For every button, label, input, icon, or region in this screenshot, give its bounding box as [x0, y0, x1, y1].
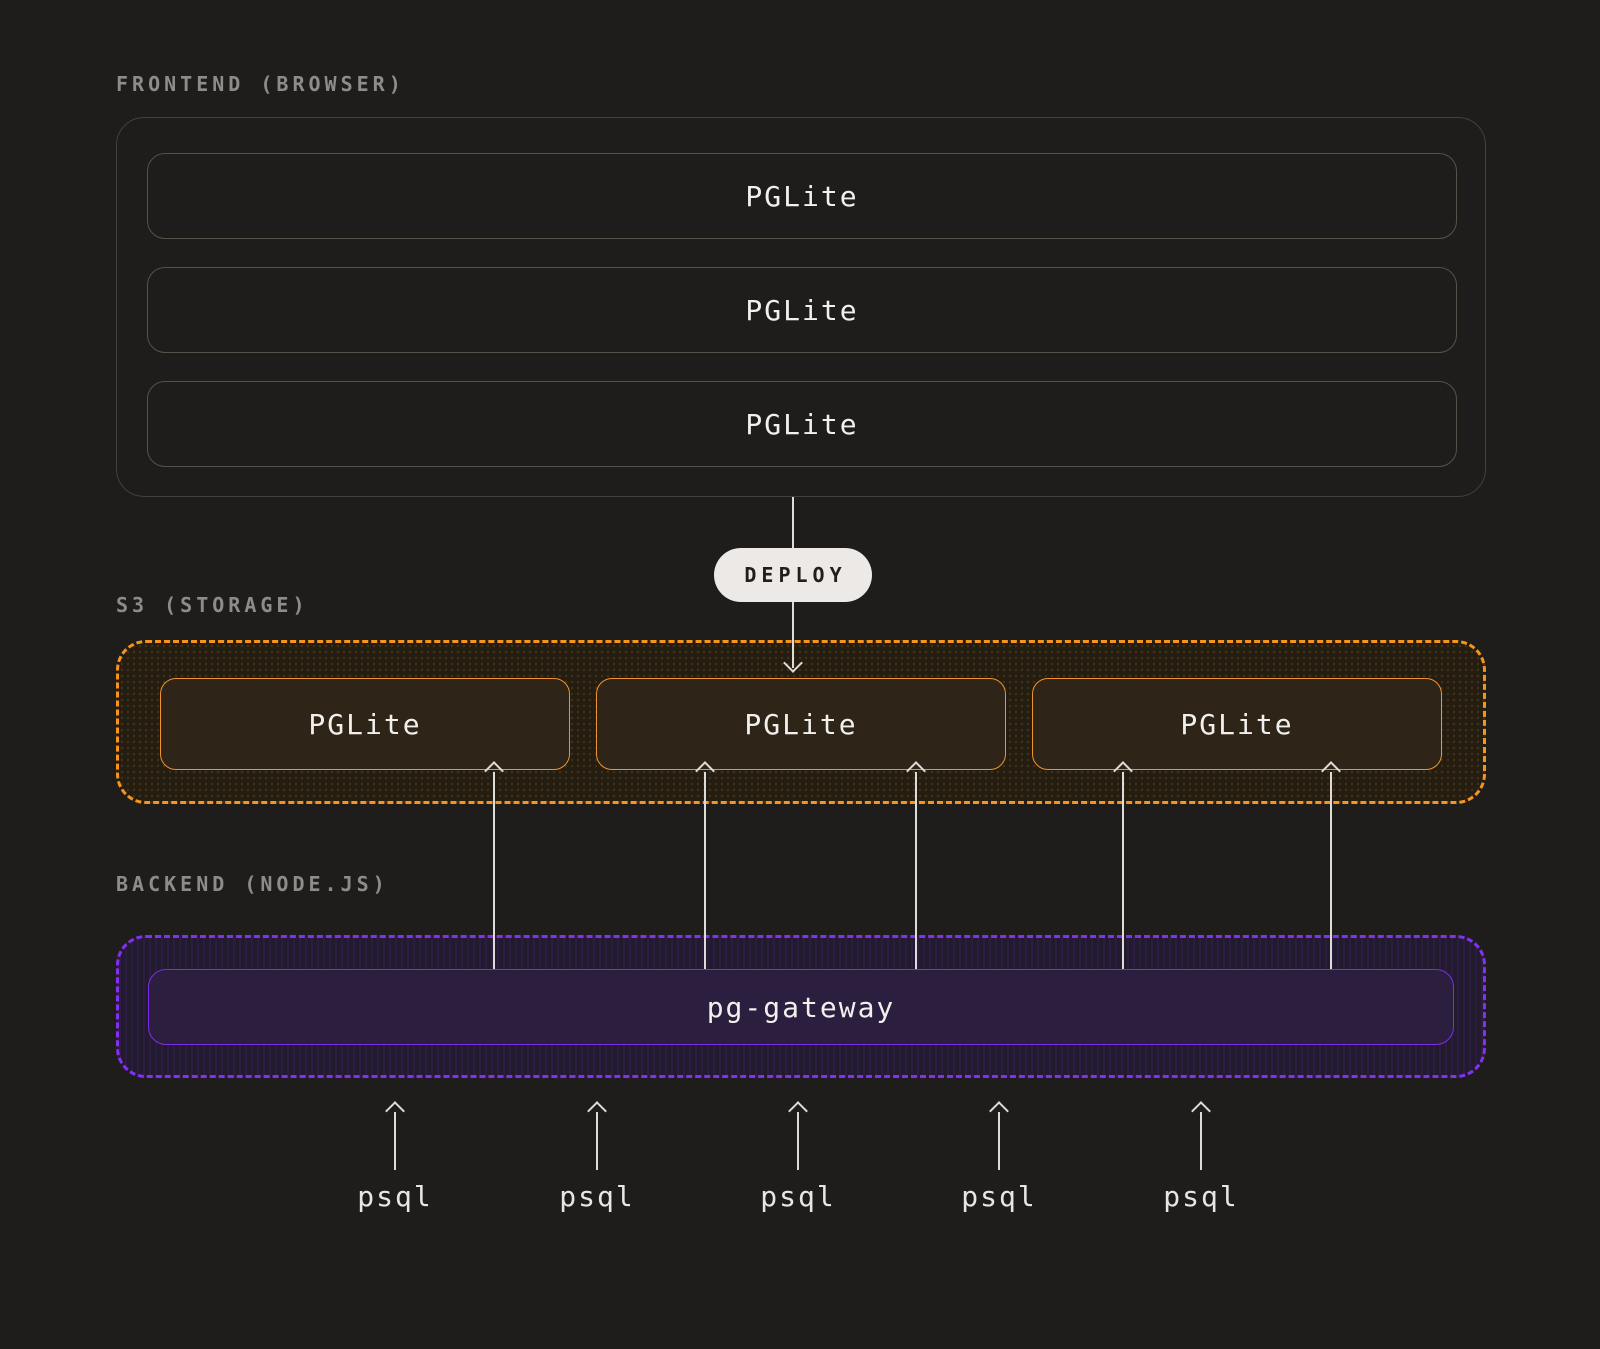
psql-arrowhead-icon-2: [587, 1101, 607, 1121]
node-label: pg-gateway: [706, 990, 896, 1024]
psql-arrowhead-icon-5: [1191, 1101, 1211, 1121]
psql-arrow-line-3: [797, 1112, 799, 1170]
gateway-arrow-line-5: [1330, 772, 1332, 969]
gateway-arrow-line-2: [704, 772, 706, 969]
s3-pglite-node-3: PGLite: [1032, 678, 1442, 770]
psql-client-label-2: psql: [559, 1180, 635, 1213]
frontend-pglite-node-1: PGLite: [147, 153, 1457, 239]
psql-arrowhead-icon-3: [788, 1101, 808, 1121]
psql-arrow-line-5: [1200, 1112, 1202, 1170]
deploy-badge-label: DEPLOY: [744, 563, 847, 587]
backend-section-label: BACKEND (NODE.JS): [116, 872, 389, 896]
psql-client-label-5: psql: [1163, 1180, 1239, 1213]
frontend-pglite-node-2: PGLite: [147, 267, 1457, 353]
psql-arrow-line-2: [596, 1112, 598, 1170]
psql-client-label-1: psql: [357, 1180, 433, 1213]
psql-client-label-3: psql: [760, 1180, 836, 1213]
frontend-container: PGLite PGLite PGLite: [116, 117, 1486, 497]
s3-section-label: S3 (STORAGE): [116, 593, 309, 617]
gateway-arrow-line-4: [1122, 772, 1124, 969]
psql-client-label-4: psql: [961, 1180, 1037, 1213]
s3-pglite-node-2: PGLite: [596, 678, 1006, 770]
node-label: PGLite: [745, 407, 859, 441]
gateway-arrow-line-3: [915, 772, 917, 969]
gateway-arrow-line-1: [493, 772, 495, 969]
node-label: PGLite: [1180, 707, 1294, 741]
node-label: PGLite: [745, 179, 859, 213]
frontend-section-label: FRONTEND (BROWSER): [116, 72, 405, 96]
s3-container: [116, 640, 1486, 804]
node-label: PGLite: [744, 707, 858, 741]
deploy-badge: DEPLOY: [714, 548, 872, 602]
s3-pglite-node-1: PGLite: [160, 678, 570, 770]
pg-gateway-node: pg-gateway: [148, 969, 1454, 1045]
psql-arrow-line-4: [998, 1112, 1000, 1170]
psql-arrowhead-icon-4: [989, 1101, 1009, 1121]
node-label: PGLite: [745, 293, 859, 327]
psql-arrowhead-icon-1: [385, 1101, 405, 1121]
psql-arrow-line-1: [394, 1112, 396, 1170]
frontend-pglite-node-3: PGLite: [147, 381, 1457, 467]
node-label: PGLite: [308, 707, 422, 741]
